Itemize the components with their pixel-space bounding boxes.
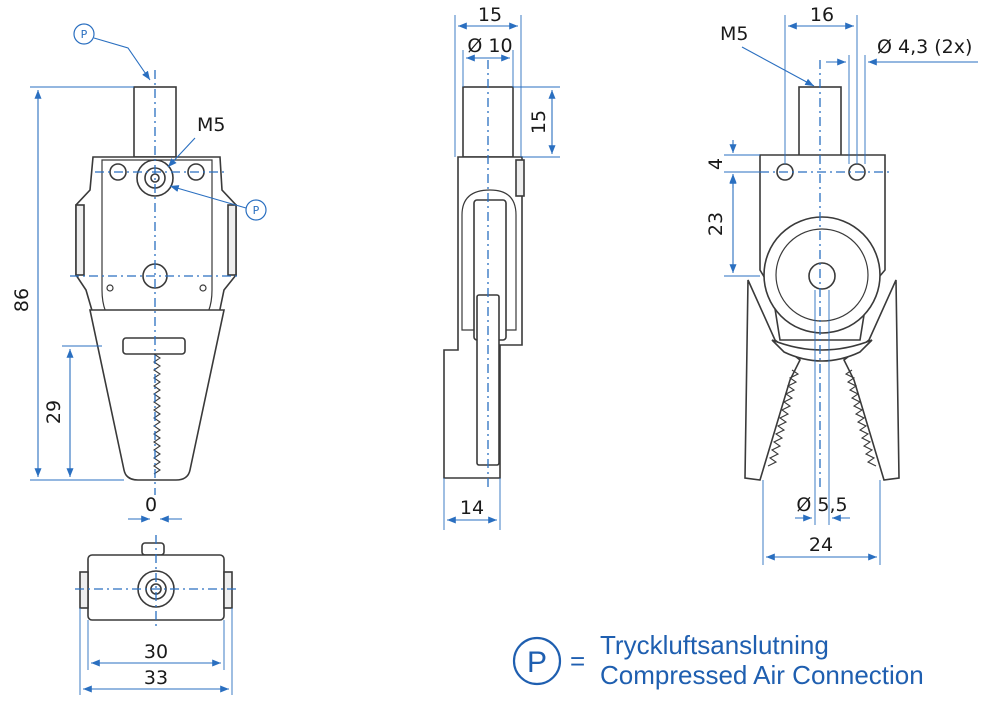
thread-label-left: M5 — [197, 114, 225, 136]
dim-upper: 4 — [705, 158, 727, 170]
legend-air-symbol — [512, 636, 562, 686]
dim-mid: 23 — [705, 212, 727, 236]
dim-pin-diameter: Ø 10 — [467, 35, 512, 57]
left-front-view: 86 29 M5 P P 0 — [11, 23, 267, 523]
dim-jaw-width: 24 — [809, 534, 833, 556]
air-callout-top — [73, 23, 95, 45]
legend: P = Tryckluftsanslutning Compressed Air … — [512, 630, 924, 690]
legend-equals: = — [570, 646, 585, 676]
dim-width-inner: 30 — [144, 641, 168, 663]
svg-text:P: P — [527, 646, 547, 679]
thread-label-right: M5 — [720, 23, 748, 45]
dim-hole-spacing: 16 — [810, 4, 834, 26]
dim-pin-height: 15 — [528, 110, 550, 134]
jaw-teeth-left — [153, 353, 161, 475]
middle-side-view: 15 Ø 10 15 14 — [443, 4, 560, 530]
dim-width-top: 15 — [478, 4, 502, 26]
right-view: 16 Ø 4,3 (2x) M5 4 23 Ø 5,5 24 — [705, 4, 978, 565]
dim-height-total: 86 — [11, 288, 33, 312]
bottom-view: 30 33 — [75, 535, 240, 695]
dim-offset: 0 — [145, 494, 157, 516]
dim-width-outer: 33 — [144, 667, 168, 689]
dim-height-jaw: 29 — [43, 400, 65, 424]
air-callout-side — [245, 199, 267, 221]
svg-text:P: P — [253, 204, 260, 217]
jaw-teeth-right-view-right — [844, 369, 877, 467]
legend-line-swedish: Tryckluftsanslutning — [600, 630, 829, 660]
legend-line-english: Compressed Air Connection — [600, 660, 924, 690]
dim-base-width: 14 — [460, 497, 484, 519]
dim-hole-diameter: Ø 4,3 (2x) — [877, 36, 972, 58]
dim-center-hole: Ø 5,5 — [796, 494, 847, 516]
svg-text:P: P — [81, 28, 88, 41]
jaw-teeth-right-view-left — [767, 369, 800, 467]
